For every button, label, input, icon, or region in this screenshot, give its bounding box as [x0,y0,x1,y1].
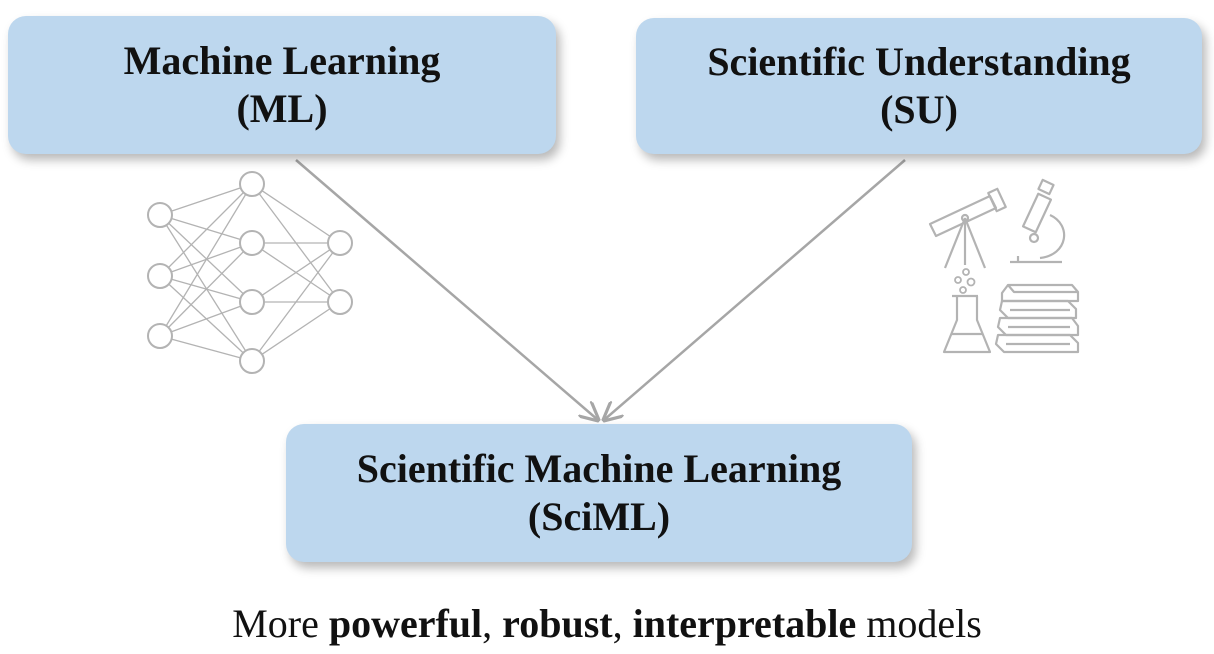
node-scientific-machine-learning: Scientific Machine Learning (SciML) [286,424,912,562]
node-ml-title: Machine Learning [123,38,441,83]
node-sciml-abbr: (SciML) [527,494,671,539]
node-machine-learning: Machine Learning (ML) [8,16,556,154]
telescope-icon [928,187,1007,269]
node-su-title: Scientific Understanding [707,39,1131,84]
caption: More powerful, robust, interpretable mod… [0,600,1214,647]
node-ml-abbr: (ML) [236,86,328,131]
books-icon [994,283,1080,354]
node-su-abbr: (SU) [880,87,958,132]
flask-icon [942,294,992,354]
caption-term-powerful: powerful [328,601,483,646]
neural-network-icon [147,171,353,374]
caption-sep-1: , [482,601,503,646]
node-scientific-understanding: Scientific Understanding (SU) [636,18,1202,154]
node-sciml-title: Scientific Machine Learning [356,446,842,491]
caption-term-robust: robust [502,601,613,646]
caption-sep-2: , [612,601,633,646]
bubbles-icon [954,268,976,294]
arrow-ml-to-sciml [295,159,598,420]
microscope-icon [1010,178,1066,264]
caption-term-interpretable: interpretable [632,601,857,646]
caption-suffix: models [856,601,982,646]
arrow-su-to-sciml [604,159,906,420]
caption-prefix: More [232,601,329,646]
